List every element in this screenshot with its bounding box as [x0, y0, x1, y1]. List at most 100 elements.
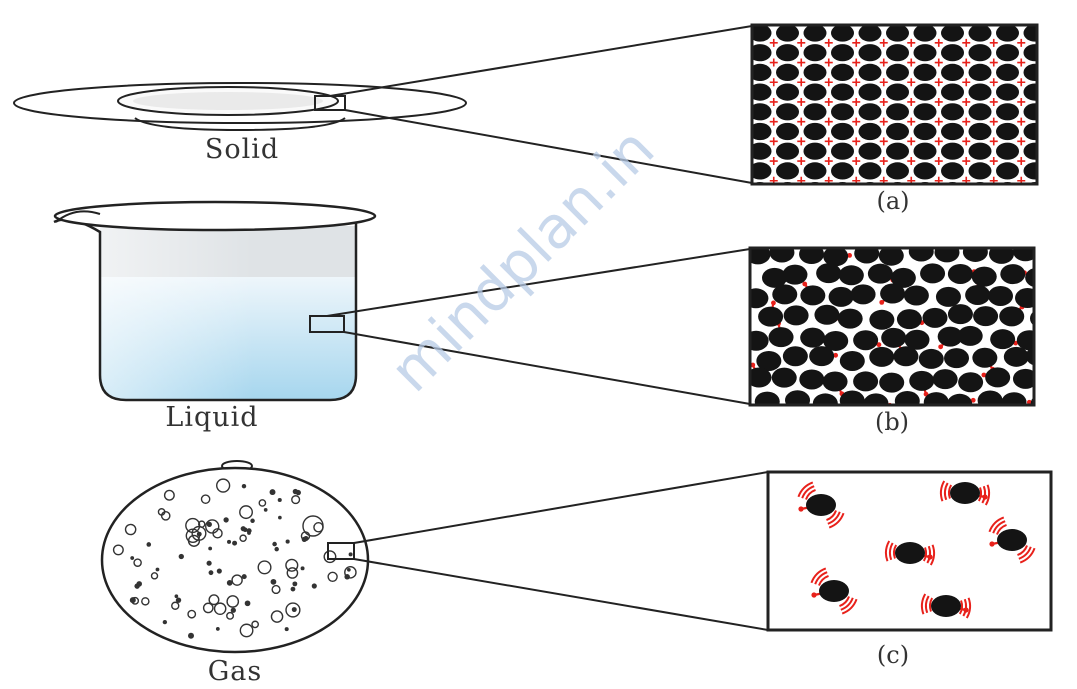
liquid-particle	[893, 346, 919, 367]
liquid-particle	[809, 346, 835, 367]
motion-arc	[810, 567, 827, 584]
motion-arc	[885, 540, 891, 562]
dot	[284, 627, 289, 632]
motion-arc	[922, 547, 927, 562]
vibration-mark	[797, 58, 806, 67]
vibration-mark	[769, 58, 778, 67]
solid-particle	[913, 142, 937, 160]
solid-particle	[913, 25, 937, 42]
solid-particle	[996, 25, 1019, 42]
liquid-particle	[896, 309, 922, 330]
liquid-particle	[918, 348, 944, 369]
motion-arc	[889, 542, 894, 561]
bubble	[239, 623, 254, 638]
dot	[162, 619, 168, 625]
bubble	[200, 494, 211, 504]
liquid-particle	[904, 329, 930, 350]
liquid-particle	[799, 248, 825, 265]
bubble	[270, 610, 284, 623]
vibration-mark	[907, 38, 916, 47]
solid-label: Solid	[205, 134, 279, 165]
dot	[240, 526, 246, 532]
liquid-particle	[1025, 267, 1034, 288]
liquid-particle	[965, 284, 991, 305]
vibration-mark	[852, 38, 861, 47]
solid-particle	[968, 162, 992, 180]
dot	[270, 578, 277, 585]
vibration-mark	[989, 117, 998, 126]
bubble	[212, 528, 223, 539]
dot	[300, 566, 305, 571]
liquid-particle	[934, 248, 960, 263]
solid-particle	[968, 103, 992, 121]
gas-zoom-box	[327, 542, 355, 560]
motion-arc	[977, 487, 982, 502]
motion-arc	[940, 480, 946, 502]
solid-particle	[941, 25, 964, 42]
bubble	[133, 558, 142, 567]
motion-arrow-head	[847, 252, 853, 258]
solid-group: Solid	[13, 25, 753, 184]
vibration-mark	[797, 38, 806, 47]
vibration-mark	[934, 137, 943, 146]
solid-particle	[858, 122, 882, 141]
motion-arc	[1018, 546, 1032, 560]
dot	[227, 539, 232, 544]
liquid-particle	[869, 309, 895, 330]
motion-arc	[1017, 545, 1028, 556]
motion-arrow-head	[938, 344, 944, 350]
vibration-mark	[989, 137, 998, 146]
liquid-particle-panel	[748, 246, 1036, 407]
solid-particle	[752, 142, 772, 160]
bubble	[258, 499, 267, 507]
motion-arrow-head	[963, 607, 969, 613]
dot	[129, 597, 136, 604]
panel-label-b: (b)	[875, 408, 909, 436]
bubble	[124, 523, 137, 536]
dot	[174, 594, 179, 599]
vibration-mark	[989, 78, 998, 87]
motion-arrow-head	[879, 299, 885, 305]
dot	[278, 515, 282, 520]
liquid-particle	[854, 248, 880, 264]
vibration-mark	[989, 97, 998, 106]
beaker	[53, 200, 377, 402]
solid-particle	[968, 122, 992, 141]
vibration-mark	[907, 157, 916, 166]
motion-arrow-head	[989, 541, 995, 547]
solid-particle	[886, 122, 909, 141]
liquid-particle	[977, 390, 1003, 405]
liquid-particle	[839, 350, 865, 371]
liquid-particle	[962, 248, 988, 262]
liquid-particle	[783, 305, 809, 326]
liquid-particle	[762, 267, 788, 288]
liquid-particle	[782, 264, 808, 285]
solid-particle	[752, 44, 772, 62]
solid-particle	[996, 83, 1019, 101]
vibration-mark	[852, 97, 861, 106]
solid-particle	[831, 103, 854, 121]
vibration-mark	[962, 58, 971, 67]
liquid-particle	[823, 330, 849, 351]
liquid-particle	[973, 306, 999, 327]
solid-particle	[776, 122, 799, 141]
solid-particle	[968, 83, 992, 101]
solid-particle	[1023, 142, 1037, 160]
motion-arrow-head	[927, 554, 933, 560]
vibration-mark	[824, 97, 833, 106]
liquid-particle	[894, 390, 920, 405]
vibration-mark	[989, 38, 998, 47]
solid-zoom-line-bottom	[344, 109, 753, 184]
gas-particle	[819, 580, 849, 602]
solid-particle	[996, 103, 1019, 121]
bubble	[327, 571, 338, 582]
vibration-mark	[934, 38, 943, 47]
solid-particle	[803, 44, 827, 62]
gas-particle	[806, 494, 836, 516]
vibration-mark	[769, 97, 778, 106]
panel-label-a: (a)	[876, 187, 909, 215]
motion-arrow-head	[771, 300, 776, 306]
liquid-particle	[812, 393, 838, 405]
solid-particle	[913, 162, 937, 180]
liquid-particle	[785, 390, 811, 405]
